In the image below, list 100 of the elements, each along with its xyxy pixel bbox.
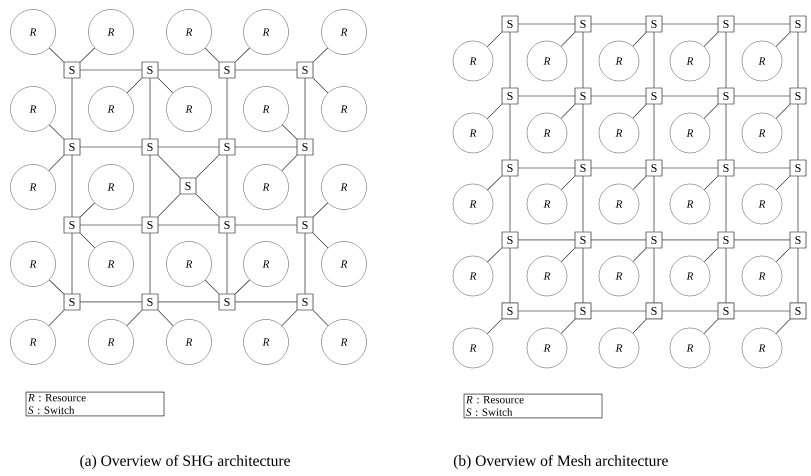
legend-box: R : Resource S : Switch bbox=[464, 394, 602, 418]
link-line bbox=[80, 48, 96, 62]
link-line bbox=[776, 104, 790, 119]
link-line bbox=[49, 280, 64, 294]
link-line bbox=[776, 248, 790, 262]
link-line bbox=[704, 318, 718, 334]
link-line bbox=[313, 78, 328, 94]
link-line bbox=[235, 224, 297, 226]
switch-box: S bbox=[502, 160, 518, 176]
link-line bbox=[80, 232, 96, 248]
link-line bbox=[632, 248, 646, 262]
link-line bbox=[632, 32, 646, 47]
link-line bbox=[49, 124, 64, 140]
link-line bbox=[158, 310, 174, 326]
link-line bbox=[80, 202, 96, 218]
link-line bbox=[196, 154, 220, 178]
switch-box: S bbox=[142, 138, 158, 156]
link-line bbox=[632, 176, 646, 190]
switch-box: S bbox=[646, 232, 662, 248]
link-line bbox=[304, 78, 306, 139]
link-line bbox=[158, 154, 180, 178]
link-line bbox=[776, 32, 790, 47]
link-line bbox=[560, 318, 576, 334]
link-line bbox=[704, 176, 718, 190]
switch-box: S bbox=[718, 160, 734, 176]
link-line bbox=[734, 310, 790, 312]
switch-box: S bbox=[574, 160, 592, 176]
switch-box: S bbox=[218, 62, 236, 78]
switch-box: S bbox=[142, 62, 158, 78]
link-line bbox=[632, 318, 646, 334]
link-line bbox=[158, 78, 174, 94]
switch-box: S bbox=[502, 232, 518, 248]
switch-box: S bbox=[218, 138, 236, 156]
link-line bbox=[776, 318, 790, 334]
link-line bbox=[487, 248, 502, 262]
switch-box: S bbox=[218, 216, 236, 234]
switch-box: S bbox=[646, 160, 662, 176]
link-line bbox=[48, 154, 64, 171]
link-line bbox=[561, 176, 575, 190]
switch-box: S bbox=[790, 302, 806, 320]
link-line bbox=[282, 154, 298, 171]
link-line bbox=[80, 146, 142, 148]
link-line bbox=[313, 202, 328, 218]
link-line bbox=[282, 310, 298, 326]
switch-box: S bbox=[296, 138, 314, 156]
switch-box: S bbox=[502, 88, 518, 104]
switch-box: S bbox=[64, 138, 80, 156]
link-line bbox=[204, 48, 220, 62]
link-line bbox=[304, 232, 306, 294]
switch-box: S bbox=[142, 216, 158, 234]
link-line bbox=[560, 104, 576, 119]
link-line bbox=[487, 32, 502, 47]
switch-box: S bbox=[646, 302, 662, 320]
link-line bbox=[704, 104, 718, 119]
link-line bbox=[582, 248, 584, 303]
legend-box: R : Resource S : Switch bbox=[26, 392, 164, 416]
switch-box: S bbox=[218, 294, 236, 310]
switch-box: S bbox=[790, 160, 806, 176]
link-line bbox=[226, 154, 228, 217]
switch-box: S bbox=[296, 216, 314, 234]
switch-box: S bbox=[646, 88, 662, 104]
link-line bbox=[487, 318, 502, 334]
link-line bbox=[126, 78, 142, 94]
switch-box: S bbox=[718, 88, 734, 104]
switch-box: S bbox=[180, 178, 196, 194]
link-line bbox=[487, 176, 502, 190]
link-line bbox=[312, 310, 328, 326]
link-line bbox=[518, 310, 575, 312]
switch-box: S bbox=[718, 232, 734, 248]
link-line bbox=[582, 176, 584, 232]
link-line bbox=[49, 48, 64, 62]
link-line bbox=[204, 280, 220, 294]
switch-box: S bbox=[790, 88, 806, 104]
link-line bbox=[632, 104, 646, 119]
switch-box: S bbox=[64, 294, 80, 310]
link-line bbox=[487, 104, 502, 119]
caption-text: (a) Overview of SHG architecture bbox=[80, 454, 290, 470]
link-line bbox=[235, 48, 250, 62]
link-line bbox=[582, 32, 584, 88]
link-line bbox=[313, 232, 328, 248]
link-line bbox=[304, 154, 306, 217]
link-line bbox=[235, 280, 250, 294]
switch-box: S bbox=[790, 232, 806, 248]
link-line bbox=[226, 232, 228, 294]
switch-box: S bbox=[574, 232, 592, 248]
link-line bbox=[704, 248, 718, 262]
link-line bbox=[196, 194, 220, 217]
link-line bbox=[591, 310, 646, 312]
switch-box: S bbox=[502, 16, 518, 32]
switch-box: S bbox=[718, 302, 734, 320]
link-line bbox=[776, 176, 790, 190]
link-line bbox=[48, 310, 64, 326]
link-line bbox=[662, 310, 718, 312]
switch-box: S bbox=[790, 16, 806, 32]
caption-text: (b) Overview of Mesh architecture bbox=[454, 454, 668, 470]
link-line bbox=[561, 248, 575, 262]
link-line bbox=[704, 32, 718, 47]
link-line bbox=[313, 48, 328, 62]
switch-box: S bbox=[574, 88, 592, 104]
link-line bbox=[158, 224, 220, 226]
